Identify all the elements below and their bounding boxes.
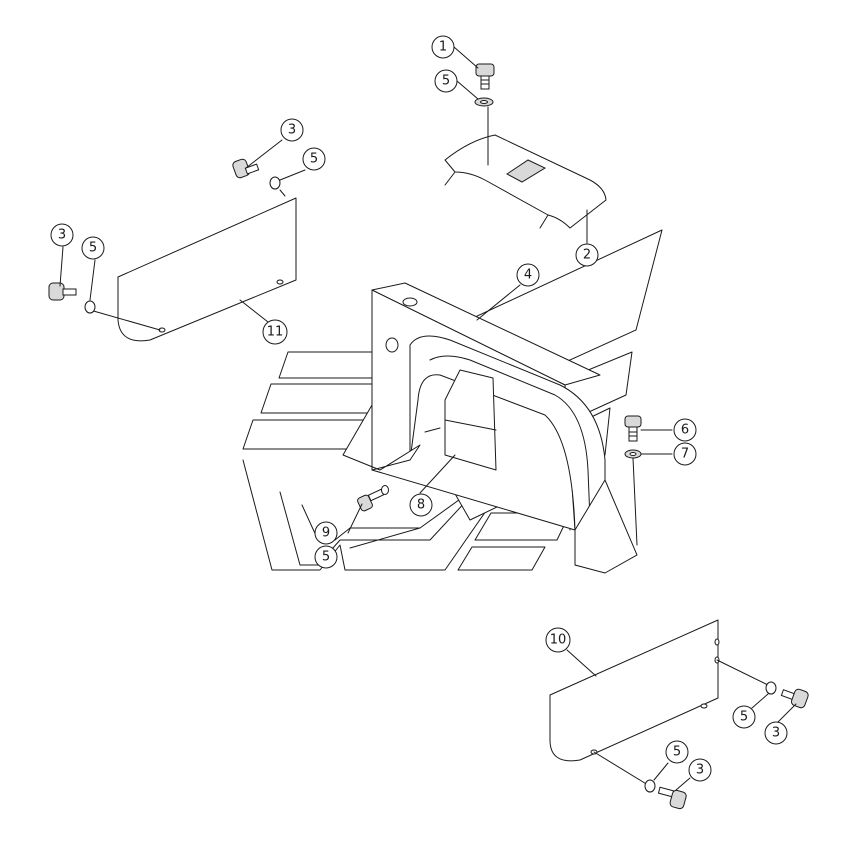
callout-8: 8: [409, 493, 433, 517]
top-cover-edge: [444, 171, 456, 186]
svg-text:1: 1: [439, 40, 447, 55]
screw-3-right-upper: [780, 688, 809, 709]
hood-hole-top: [402, 297, 418, 307]
bolt-9-leader: [347, 503, 363, 534]
callout-3d: 3: [688, 758, 712, 782]
right-side-panel: [549, 619, 771, 786]
right-panel-body: [549, 619, 719, 762]
svg-text:10: 10: [550, 633, 567, 648]
callout-5a: 5: [434, 69, 458, 93]
hood-inner-arch: [429, 355, 591, 521]
callout-4: 4: [516, 263, 540, 287]
svg-text:4: 4: [524, 268, 532, 283]
washer-5-lower: [84, 300, 96, 314]
washer-5-upper: [269, 176, 281, 190]
callout-5d: 5: [314, 545, 338, 569]
svg-text:5: 5: [89, 241, 97, 256]
right-panel-hole-1: [714, 638, 720, 646]
svg-text:6: 6: [681, 423, 689, 438]
right-panel-leader-b: [593, 751, 649, 786]
hood-inset-window: [444, 369, 497, 471]
bolt-9: [357, 488, 385, 512]
svg-text:5: 5: [673, 745, 681, 760]
svg-text:9: 9: [322, 526, 330, 541]
callout-10-leader: [566, 649, 597, 677]
callout-2: 2: [575, 243, 599, 267]
washer-5-right-upper: [765, 681, 777, 695]
svg-text:3: 3: [58, 228, 66, 243]
left-panel-leader-a: [89, 309, 161, 331]
screw-3-lower: [48, 282, 77, 301]
screw-3-right-lower: [657, 786, 687, 810]
callout-6: 6: [673, 418, 697, 442]
stripe-right-3: [457, 546, 546, 571]
hood-left-wedge: [342, 404, 421, 471]
callout-5e: 5: [732, 705, 756, 729]
svg-text:5: 5: [322, 550, 330, 565]
top-cover-window: [506, 159, 547, 183]
washer-7-leader: [632, 457, 638, 546]
svg-text:11: 11: [267, 325, 284, 340]
right-panel-hole-3: [700, 703, 708, 709]
left-panel-body: [117, 197, 297, 342]
callout-11-leader: [239, 299, 269, 323]
washer-5-right-lower: [644, 779, 656, 793]
callout-5c: 5: [81, 236, 105, 260]
hood-right-post: [574, 479, 638, 574]
left-side-panel: [89, 189, 297, 342]
top-cover-body: [444, 134, 607, 229]
main-hood-body: [242, 229, 663, 574]
washer-9: [381, 485, 389, 495]
inset-divider: [444, 419, 497, 431]
hardware: [48, 63, 809, 810]
svg-text:5: 5: [442, 74, 450, 89]
callout-3c: 3: [764, 721, 788, 745]
bolt-1: [475, 63, 495, 90]
hood-center-mark: [424, 427, 441, 433]
svg-text:3: 3: [696, 763, 704, 778]
callout-11: 11: [262, 319, 288, 345]
svg-text:5: 5: [740, 710, 748, 725]
left-panel-leader-b: [279, 189, 286, 197]
svg-text:8: 8: [417, 498, 425, 513]
callout-10: 10: [545, 627, 571, 653]
callout-3b: 3: [50, 223, 74, 247]
svg-text:7: 7: [681, 447, 689, 462]
svg-text:3: 3: [288, 123, 296, 138]
callout-9: 9: [314, 521, 338, 545]
top-cover: [444, 106, 607, 244]
callout-5b: 5: [302, 147, 326, 171]
right-panel-leader-a: [716, 659, 771, 687]
callout-3a: 3: [280, 118, 304, 142]
hood-hole-front: [385, 337, 399, 353]
washer-9-leader: [349, 527, 421, 549]
washer-top: [474, 97, 494, 107]
svg-text:3: 3: [772, 726, 780, 741]
left-panel-hole-2: [276, 279, 284, 285]
callout-7: 7: [673, 442, 697, 466]
svg-text:5: 5: [310, 152, 318, 167]
callout-leaders: [59, 46, 797, 791]
svg-text:2: 2: [583, 248, 591, 263]
top-cover-edge-2: [539, 214, 549, 229]
callout-bubbles: 1 5 3 5 3 5 2 4: [50, 35, 788, 782]
callout-1: 1: [431, 35, 455, 59]
washer-7: [624, 449, 642, 459]
bolt-6: [624, 415, 642, 442]
callout-5f: 5: [665, 740, 689, 764]
